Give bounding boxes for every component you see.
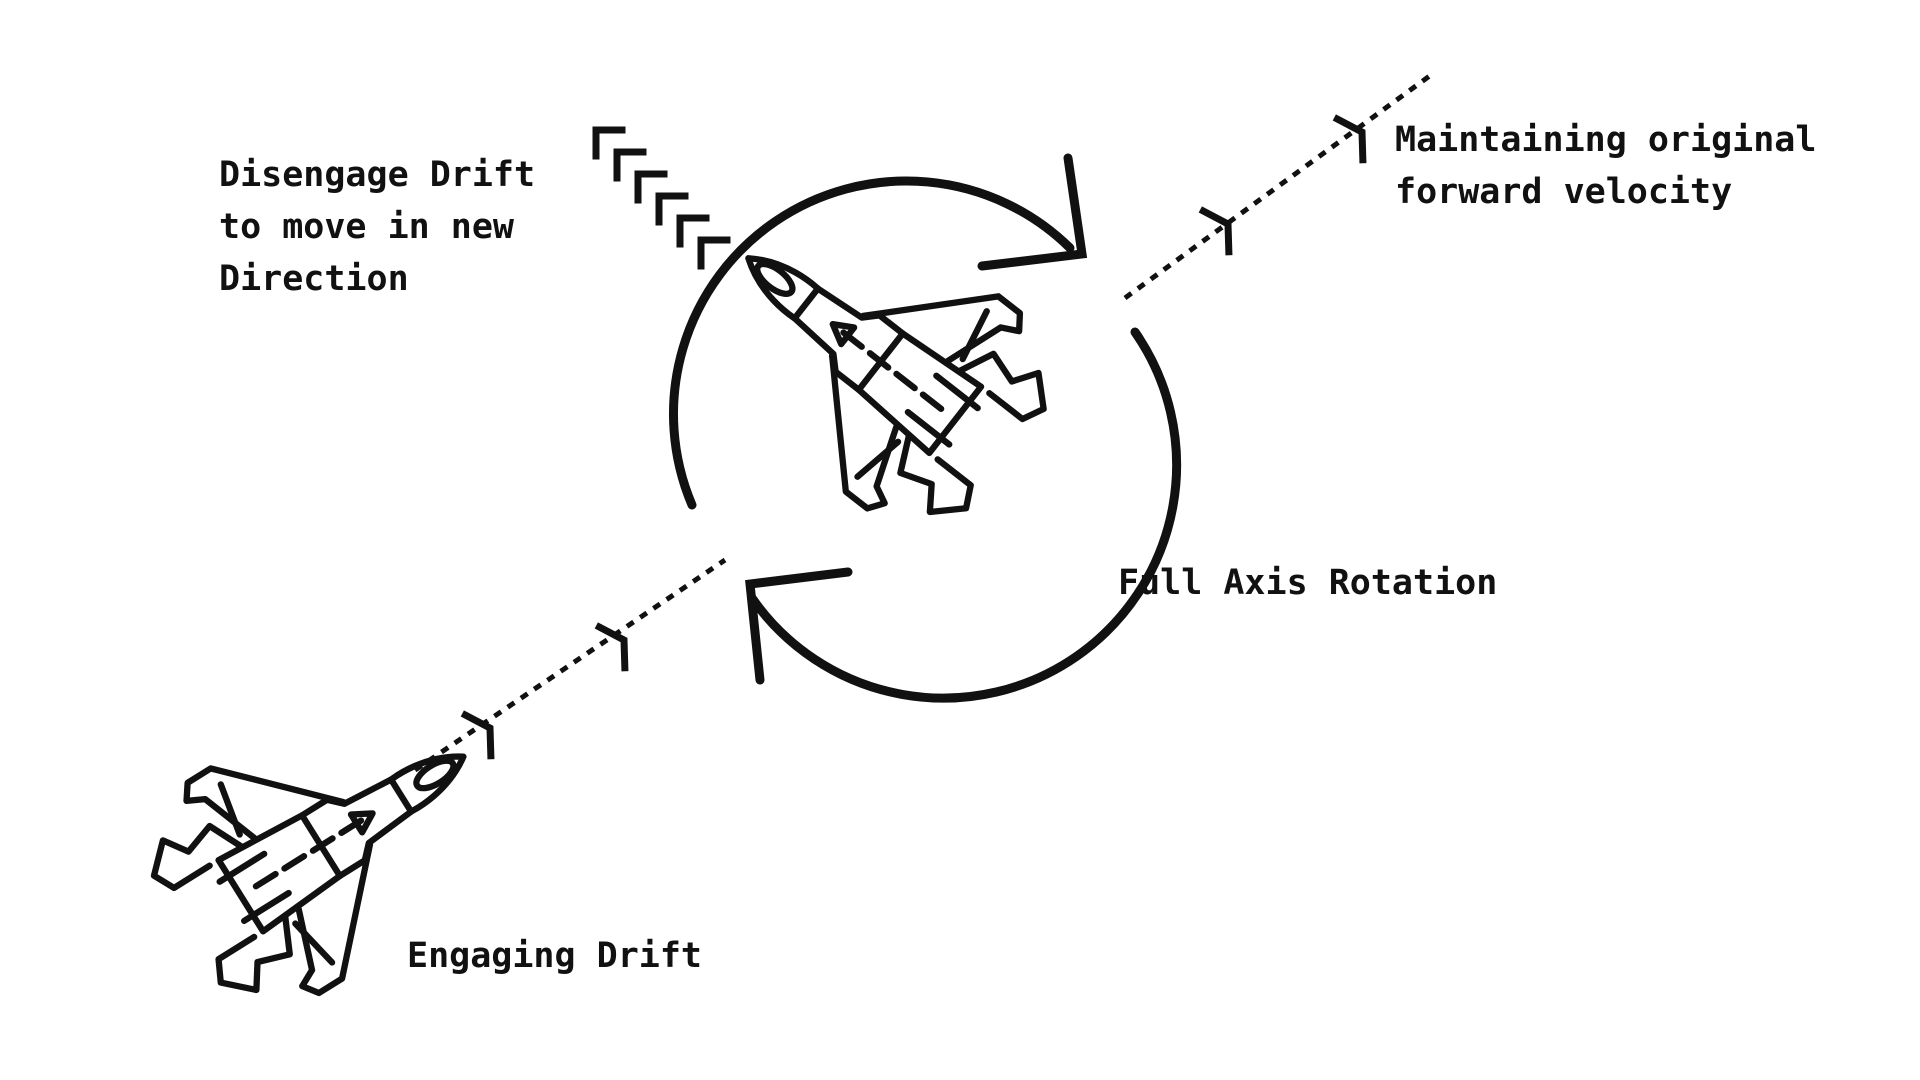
rotation-text: Full Axis Rotation [1118,563,1498,603]
thrust-chevron-icon [592,126,731,270]
disengage-line-2: to move in new [219,207,515,247]
disengage-line-3: Direction [219,259,409,299]
maintain-line-2: forward velocity [1395,172,1733,212]
full-axis-rotation-label: Full Axis Rotation [1118,557,1497,609]
engaging-drift-label: Engaging Drift [407,930,702,982]
trajectory-line-upper [1123,69,1437,301]
trajectory-line-lower [413,557,727,773]
engaging-text: Engaging Drift [407,936,703,976]
disengage-line-1: Disengage Drift [219,155,536,195]
maintain-velocity-label: Maintaining original forward velocity [1395,114,1816,218]
disengage-drift-label: Disengage Drift to move in new Direction [219,149,535,305]
fighter-jet-icon [672,161,1081,557]
direction-chevron-icon [1337,112,1374,160]
maintain-line-1: Maintaining original [1395,120,1817,160]
rotation-arrow-icon [669,153,1182,703]
